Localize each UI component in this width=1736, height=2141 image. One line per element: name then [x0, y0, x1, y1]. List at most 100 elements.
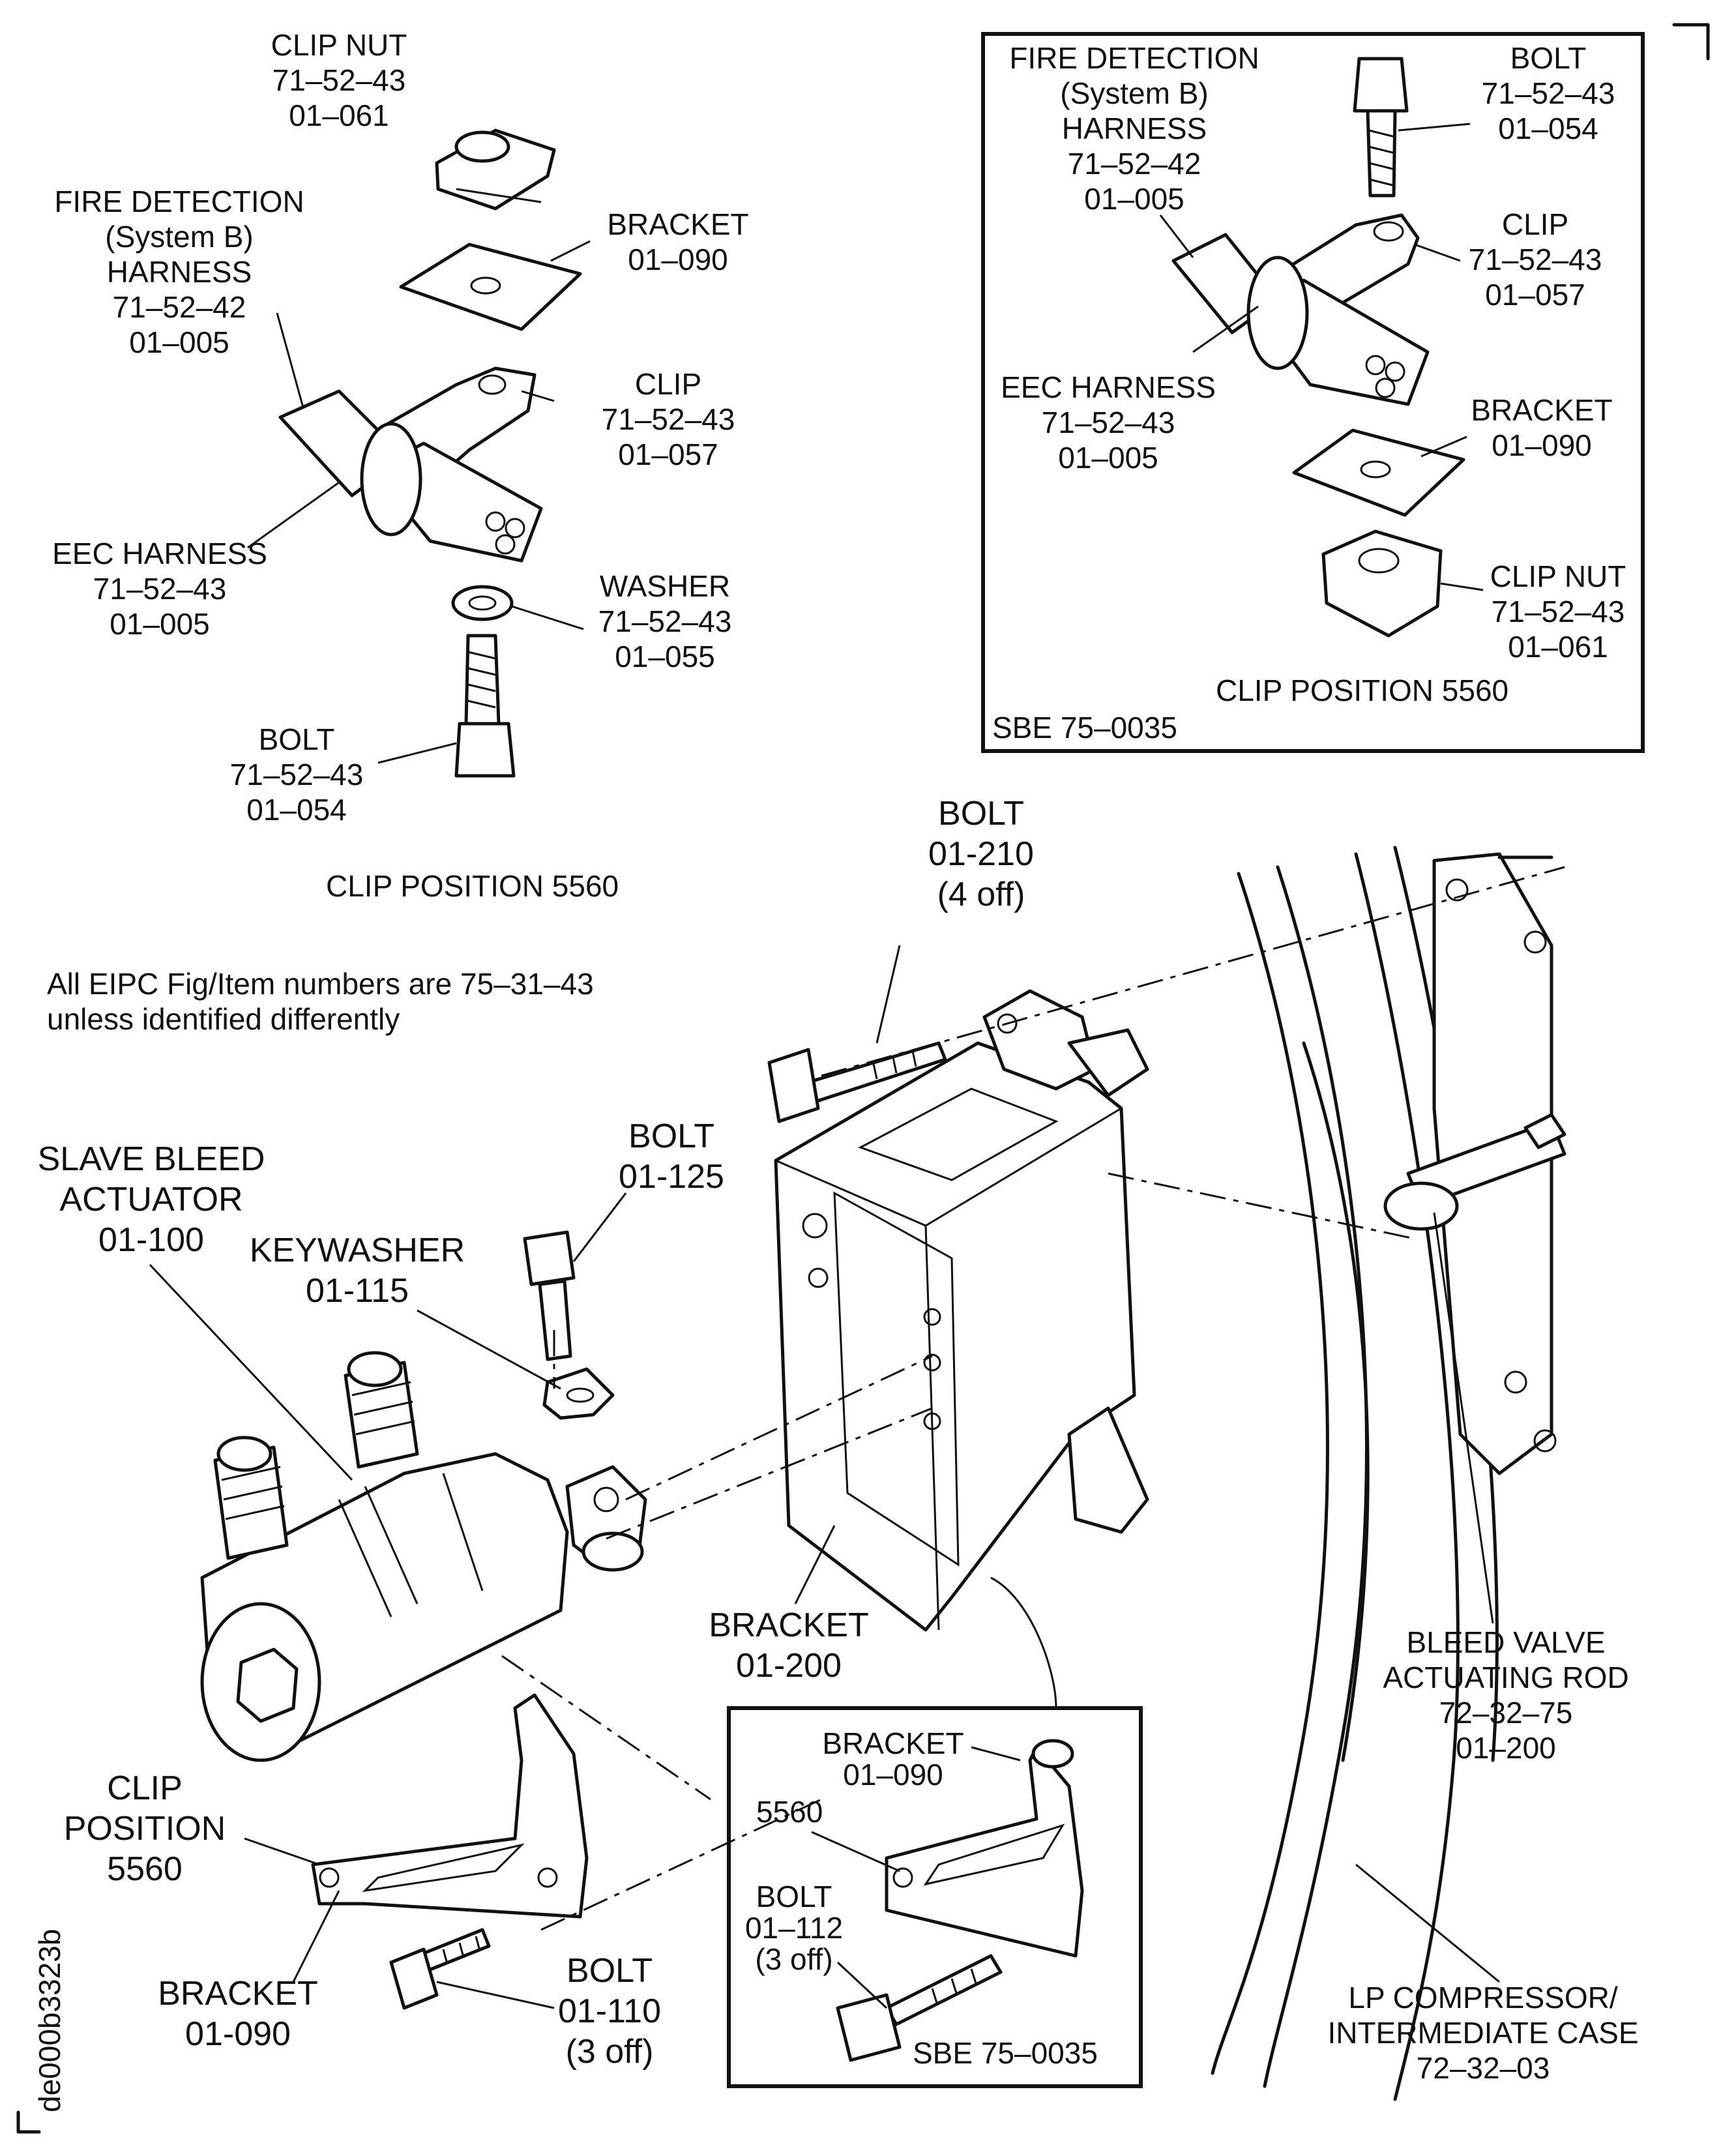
- tl-clip-nut-l3: 01–061: [289, 98, 389, 132]
- tl-clip-nut-l1: CLIP NUT: [271, 28, 407, 62]
- bracket-090-l1: BRACKET: [158, 1975, 318, 2013]
- bolt-110-l2: 01-110: [558, 1992, 661, 2030]
- bleed-valve-l3: 72–32–75: [1439, 1696, 1573, 1730]
- slave-bleed-l1: SLAVE BLEED: [38, 1140, 265, 1178]
- inset-bracket-drawing: [885, 1745, 1084, 1958]
- tr-fire-l2: (System B): [1060, 76, 1208, 110]
- tr-clip-nut-l1: CLIP NUT: [1490, 559, 1626, 593]
- tl-bolt-l1: BOLT: [259, 722, 335, 756]
- bolt-210-l2: 01-210: [928, 835, 1034, 873]
- bolt-125-l1: BOLT: [628, 1117, 714, 1155]
- figure-id-bracket: [16, 2110, 41, 2134]
- tl-bolt-l2: 71–52–43: [230, 758, 364, 791]
- clip-position-l1: CLIP: [107, 1769, 183, 1807]
- bleed-valve-l1: BLEED VALVE: [1406, 1625, 1605, 1659]
- tl-bracket-l2: 01–090: [628, 243, 728, 276]
- bolt-110-l3: (3 off): [566, 2033, 654, 2071]
- main-assembly: [149, 846, 1567, 2101]
- inset-bracket-l1: BRACKET: [822, 1726, 964, 1760]
- tl-eec-l2: 71–52–43: [93, 572, 227, 606]
- tl-eec-l1: EEC HARNESS: [52, 537, 267, 570]
- tl-fire-l4: 71–52–42: [113, 290, 246, 324]
- bottom-inset-view: [811, 1739, 1084, 2062]
- tl-washer-l2: 71–52–43: [598, 604, 732, 638]
- tr-bolt-drawing: [1353, 57, 1409, 113]
- bolt-125-l2: 01-125: [619, 1158, 724, 1196]
- bottom-inset-frame: [727, 1706, 1143, 2088]
- inset-bolt-l2: 01–112: [745, 1911, 843, 1945]
- tl-clip-nut-l2: 71–52–43: [272, 63, 406, 97]
- top-left-view: [247, 128, 591, 778]
- keywasher-l1: KEYWASHER: [250, 1232, 465, 1269]
- bracket-090-drawing: [311, 1693, 589, 1919]
- bolt-210-l3: (4 off): [937, 876, 1025, 913]
- tr-bolt-l3: 01–054: [1498, 111, 1598, 145]
- tr-clip-l3: 01–057: [1485, 278, 1585, 312]
- tr-fire-l4: 71–52–42: [1068, 147, 1201, 181]
- keywasher-drawing: [542, 1367, 615, 1420]
- lp-compressor-l3: 72–32–03: [1417, 2051, 1550, 2085]
- bracket-hole: [470, 276, 501, 295]
- tr-position-caption: CLIP POSITION 5560: [1216, 673, 1508, 707]
- tr-eec-l2: 71–52–43: [1042, 406, 1175, 439]
- tl-clip-l1: CLIP: [635, 367, 701, 401]
- note-line-2: unless identified differently: [47, 1002, 400, 1036]
- bolt-210-l1: BOLT: [938, 795, 1024, 833]
- tl-fire-l1: FIRE DETECTION: [54, 185, 304, 218]
- lp-compressor-l2: INTERMEDIATE CASE: [1327, 2016, 1638, 2050]
- top-right-view: [1159, 57, 1484, 638]
- corner-mark: [1672, 23, 1710, 61]
- inset-bolt-l3: (3 off): [755, 1942, 832, 1976]
- keywasher-l2: 01-115: [306, 1272, 409, 1310]
- note-line-1: All EIPC Fig/Item numbers are 75–31–43: [47, 967, 594, 1001]
- bolt-125-drawing: [523, 1230, 576, 1286]
- tl-washer-l1: WASHER: [600, 569, 730, 603]
- tr-clip-nut-l2: 71–52–43: [1492, 595, 1625, 628]
- washer-drawing: [451, 585, 514, 621]
- svg-text:FIRE DETECTION(System B)HARNES: FIRE DETECTION(System B)HARNESS71–52–420…: [54, 185, 304, 359]
- tr-clip-nut-drawing: [1321, 529, 1443, 638]
- tl-clip-l3: 01–057: [618, 437, 718, 471]
- tl-fire-l2: (System B): [105, 220, 253, 254]
- clip-position-l3: 5560: [107, 1850, 183, 1888]
- clip-nut-boss: [454, 130, 510, 163]
- bleed-valve-l4: 01–200: [1456, 1731, 1556, 1765]
- tr-clip-nut-l3: 01–061: [1508, 630, 1608, 664]
- tr-fire-l5: 01–005: [1084, 182, 1184, 216]
- tl-bolt-l3: 01–054: [246, 793, 347, 827]
- bolt-110-l1: BOLT: [566, 1952, 653, 1990]
- tl-clip-l2: 71–52–43: [602, 402, 735, 436]
- tr-sbe-caption: SBE 75–0035: [992, 711, 1177, 745]
- bracket-200-drawing: [774, 1041, 1136, 1632]
- tl-eec-l3: 01–005: [110, 607, 210, 641]
- tr-clip-l1: CLIP: [1502, 207, 1568, 241]
- bracket-090-l2: 01-090: [185, 2015, 291, 2053]
- actuator-hex-socket: [236, 1647, 299, 1723]
- slave-bleed-l3: 01-100: [98, 1221, 204, 1259]
- harness-grommet: [360, 422, 422, 537]
- tl-bracket-l1: BRACKET: [607, 207, 748, 241]
- lp-compressor-case-drawing: [1211, 872, 1329, 2075]
- top-right-inset-frame: [981, 32, 1645, 753]
- tl-washer-l3: 01–055: [615, 640, 715, 673]
- tr-bracket-l1: BRACKET: [1471, 393, 1612, 427]
- tr-bracket-l2: 01–090: [1492, 428, 1592, 462]
